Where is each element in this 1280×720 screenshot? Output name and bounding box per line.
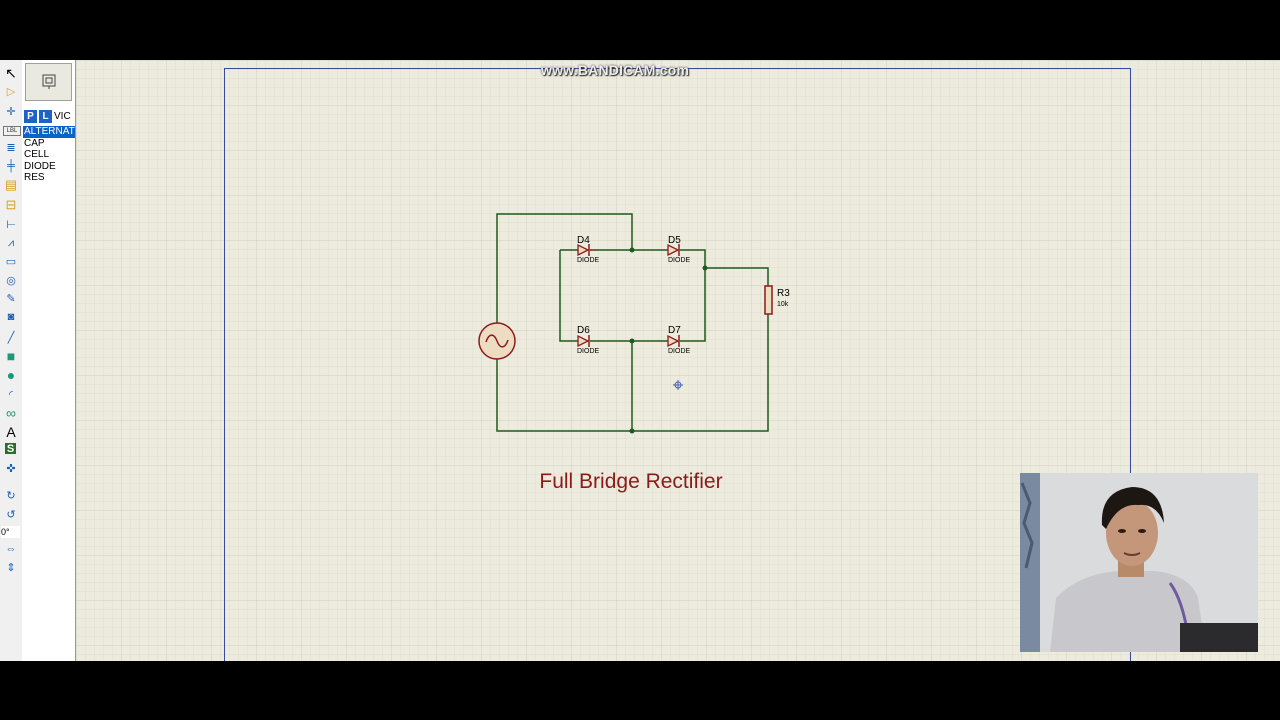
ac-source[interactable] xyxy=(478,322,516,360)
device-list-item[interactable]: RES xyxy=(24,172,45,183)
d6-value-label: DIODE xyxy=(577,348,600,355)
bandicam-watermark: www.BANDICAM.com xyxy=(541,62,690,78)
wire-label-icon[interactable]: LBL xyxy=(3,126,21,136)
r3-ref-label: R3 xyxy=(777,288,790,299)
device-list-item[interactable]: CELL xyxy=(24,149,50,160)
mirror-horizontal-icon[interactable]: ⇔ xyxy=(5,543,17,555)
d6-ref-label: D6 xyxy=(577,325,590,336)
graph-icon[interactable]: ⩘ xyxy=(7,236,15,249)
box-icon[interactable]: ■ xyxy=(6,348,16,364)
pick-devices-button[interactable]: P xyxy=(24,109,37,123)
terminals-icon[interactable]: ⊟ xyxy=(5,197,17,212)
diode-d5[interactable]: D5 DIODE xyxy=(667,235,691,264)
selection-mode-icon[interactable]: ↖ xyxy=(5,64,17,81)
symbol-icon[interactable]: S xyxy=(5,442,16,455)
text-icon[interactable]: A xyxy=(6,424,16,440)
line-icon[interactable]: ╱ xyxy=(7,331,15,344)
bottom-letterbox xyxy=(0,661,1280,720)
arc-icon[interactable]: ◜ xyxy=(8,388,14,401)
generator-icon[interactable]: ◎ xyxy=(6,274,16,287)
overview-preview[interactable] xyxy=(25,63,72,101)
path-icon[interactable]: ∞ xyxy=(6,405,16,421)
marker-icon[interactable]: ✜ xyxy=(6,462,16,475)
junction-dot-icon[interactable]: ✛ xyxy=(6,105,16,118)
diode-d7[interactable]: D7 DIODE xyxy=(667,325,691,355)
r3-value-label: 10k xyxy=(777,301,789,308)
tape-recorder-icon[interactable]: ▭ xyxy=(5,255,17,268)
rotation-angle-field[interactable]: 0° xyxy=(1,526,20,538)
voltage-probe-icon[interactable]: ✎ xyxy=(6,292,16,305)
buses-icon[interactable]: ╪ xyxy=(7,160,15,172)
webcam-overlay xyxy=(1020,473,1258,652)
cursor-crosshair-icon xyxy=(673,380,683,390)
webcam-person-image xyxy=(1020,473,1258,652)
d7-value-label: DIODE xyxy=(668,348,691,355)
top-letterbox xyxy=(0,0,1280,60)
overview-icon xyxy=(42,74,55,89)
device-list-item[interactable]: ALTERNAT xyxy=(23,126,75,138)
circle-icon[interactable]: ● xyxy=(6,367,16,383)
device-pins-icon[interactable]: ⊢ xyxy=(6,218,16,231)
devices-header-label: VIC xyxy=(54,110,71,122)
diode-d4[interactable]: D4 DIODE xyxy=(577,235,600,264)
d4-ref-label: D4 xyxy=(577,235,590,246)
text-script-icon[interactable]: ≣ xyxy=(6,141,16,154)
pick-library-row: P L VIC xyxy=(24,109,71,123)
rotate-anticlockwise-icon[interactable]: ↺ xyxy=(6,508,16,521)
virtual-instruments-icon[interactable]: ◙ xyxy=(7,311,15,323)
schematic-canvas[interactable]: D4 DIODE D5 DIODE D6 DIODE D7 DIODE xyxy=(76,60,1280,689)
subcircuit-icon[interactable]: ▤ xyxy=(4,177,18,192)
sine-wave-icon xyxy=(485,334,509,348)
d5-ref-label: D5 xyxy=(668,235,681,246)
device-list-item[interactable]: CAP xyxy=(24,137,45,149)
library-manager-button[interactable]: L xyxy=(39,109,52,123)
resistor-r3[interactable]: R3 10k xyxy=(764,285,790,315)
schematic-title: Full Bridge Rectifier xyxy=(539,470,722,493)
d7-ref-label: D7 xyxy=(668,325,681,336)
component-mode-icon[interactable]: ▷ xyxy=(6,85,16,98)
junction-dots xyxy=(629,247,708,434)
d4-value-label: DIODE xyxy=(577,257,600,264)
diode-d6[interactable]: D6 DIODE xyxy=(577,325,600,355)
device-list-item[interactable]: DIODE xyxy=(24,160,56,172)
d5-value-label: DIODE xyxy=(668,257,691,264)
rotate-clockwise-icon[interactable]: ↻ xyxy=(6,489,16,502)
mirror-vertical-icon[interactable]: ⇕ xyxy=(6,561,16,574)
